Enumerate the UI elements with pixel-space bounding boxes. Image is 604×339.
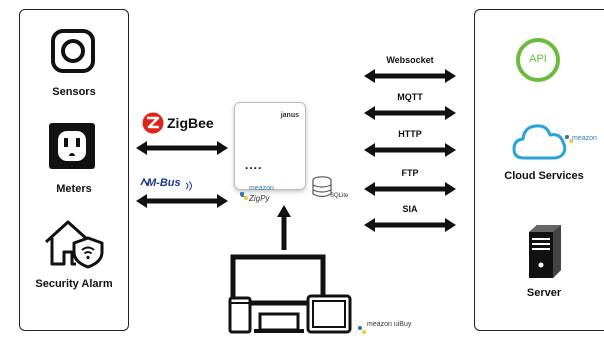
tablet-icon: [306, 294, 352, 334]
wireless-signal-icon: [184, 178, 194, 191]
outlet-icon: [48, 122, 96, 170]
janus-gateway: janus ....: [234, 102, 306, 190]
software-brand: meazon: [249, 185, 274, 192]
meters-label: Meters: [56, 183, 92, 195]
bottom-brand-logo-icon: [358, 321, 366, 334]
monitor-icon: [230, 254, 326, 334]
ftp-link-arrow: [364, 181, 456, 197]
zigbee-label: ZigBee: [167, 115, 214, 131]
sia-link-arrow: [364, 217, 456, 233]
gateway-brand: janus: [280, 112, 299, 119]
protocol-label-mqtt: MQTT: [397, 92, 423, 102]
cloud-brand-logo-icon: [565, 130, 573, 143]
protocol-label-http: HTTP: [398, 129, 422, 139]
sensors-label: Sensors: [52, 86, 96, 98]
phone-icon: [228, 296, 252, 334]
home-shield-icon: [40, 218, 106, 269]
cloud-brand: meazon: [572, 135, 597, 142]
api-label: API: [529, 53, 547, 65]
mbus-logo-icon: [140, 175, 150, 191]
http-link-arrow: [364, 142, 456, 158]
zigbee-logo-icon: [142, 112, 164, 134]
gateway-indicator: ....: [245, 158, 263, 172]
mbus-link-arrow: [136, 193, 228, 209]
server-icon: [526, 224, 562, 280]
mqtt-link-arrow: [364, 105, 456, 121]
sensor-icon: [50, 28, 96, 74]
sqlite-label: SQLite: [330, 193, 349, 199]
protocol-label-sia: SIA: [402, 204, 418, 214]
security-alarm-label: Security Alarm: [35, 278, 113, 290]
zigpy-label: ZigPy: [249, 194, 270, 203]
ui-to-gateway-arrow: [276, 205, 292, 250]
cloud-services-label: Cloud Services: [504, 170, 584, 182]
server-label: Server: [526, 287, 562, 299]
websocket-link-arrow: [364, 68, 456, 84]
cloud-icon: [512, 120, 568, 162]
database-icon: [312, 176, 332, 198]
zigbee-link-arrow: [136, 140, 228, 156]
python-logo-icon: [240, 187, 248, 200]
laptop-icon: [254, 312, 304, 333]
api-badge: [516, 38, 560, 82]
mbus-label: M-Bus: [147, 177, 181, 189]
protocol-label-websocket: Websocket: [386, 55, 434, 65]
protocol-label-ftp: FTP: [401, 168, 419, 178]
bottom-brand-label: meazon uiBuy: [367, 321, 412, 328]
